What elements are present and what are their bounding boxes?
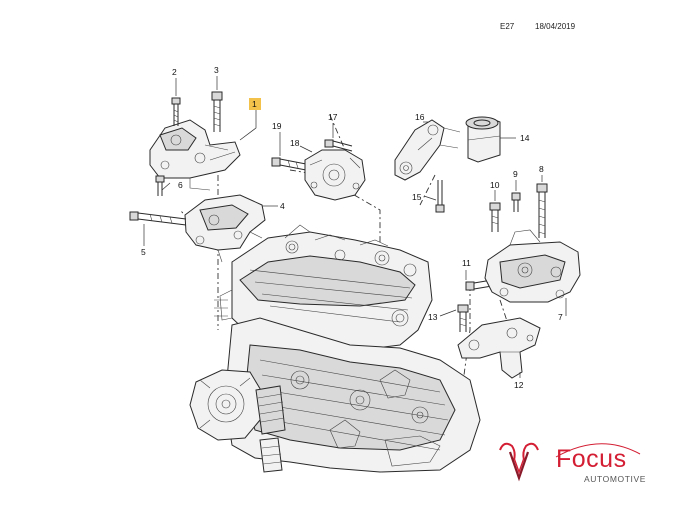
callout-9[interactable]: 9 bbox=[513, 169, 518, 179]
diagram-date: 18/04/2019 bbox=[535, 22, 576, 31]
callout-3[interactable]: 3 bbox=[214, 65, 219, 75]
callout-4[interactable]: 4 bbox=[280, 201, 285, 211]
bracket-4 bbox=[184, 194, 266, 263]
callout-16[interactable]: 16 bbox=[415, 112, 425, 122]
bolt-8 bbox=[536, 183, 548, 238]
bracket-12 bbox=[457, 317, 541, 379]
diagram-code: E27 bbox=[500, 22, 515, 31]
logo-tagline: AUTOMOTIVE bbox=[584, 474, 647, 484]
bolt-17 bbox=[324, 139, 353, 152]
torque-arm-16 bbox=[394, 119, 461, 181]
callout-11[interactable]: 11 bbox=[462, 258, 471, 268]
bolt-5 bbox=[129, 211, 187, 226]
logo-brand: Focus bbox=[556, 445, 627, 473]
callout-17[interactable]: 17 bbox=[328, 112, 338, 122]
callout-8[interactable]: 8 bbox=[539, 164, 544, 174]
engine-mount-upper-left bbox=[149, 119, 241, 191]
focus-logo-mark bbox=[499, 442, 641, 482]
bolt-3 bbox=[211, 91, 223, 132]
mount-18 bbox=[304, 149, 366, 201]
callout-18[interactable]: 18 bbox=[290, 138, 300, 148]
callout-6[interactable]: 6 bbox=[178, 180, 183, 190]
bushing-14 bbox=[465, 116, 501, 163]
callout-numbers: 1 2 3 4 5 6 7 8 9 10 11 12 13 14 15 16 1… bbox=[141, 65, 563, 390]
callout-1-highlight bbox=[249, 98, 261, 110]
bolt-6 bbox=[155, 175, 165, 196]
callout-15[interactable]: 15 bbox=[412, 192, 422, 202]
callout-12[interactable]: 12 bbox=[514, 380, 524, 390]
engine-assembly bbox=[189, 224, 481, 473]
bolt-2 bbox=[171, 97, 181, 126]
transmission-mount-7 bbox=[484, 229, 581, 303]
callout-14[interactable]: 14 bbox=[520, 133, 530, 143]
bolt-15 bbox=[435, 180, 445, 213]
callout-19[interactable]: 19 bbox=[272, 121, 282, 131]
bolt-19 bbox=[271, 157, 307, 171]
callout-2[interactable]: 2 bbox=[172, 67, 177, 77]
bolt-10 bbox=[489, 202, 501, 232]
callout-7[interactable]: 7 bbox=[558, 312, 563, 322]
callout-13[interactable]: 13 bbox=[428, 312, 438, 322]
callout-10[interactable]: 10 bbox=[490, 180, 500, 190]
bolt-13 bbox=[457, 304, 469, 332]
callout-5[interactable]: 5 bbox=[141, 247, 146, 257]
bolt-9 bbox=[511, 192, 521, 212]
leader-lines bbox=[143, 76, 567, 378]
callout-1[interactable]: 1 bbox=[252, 99, 257, 109]
